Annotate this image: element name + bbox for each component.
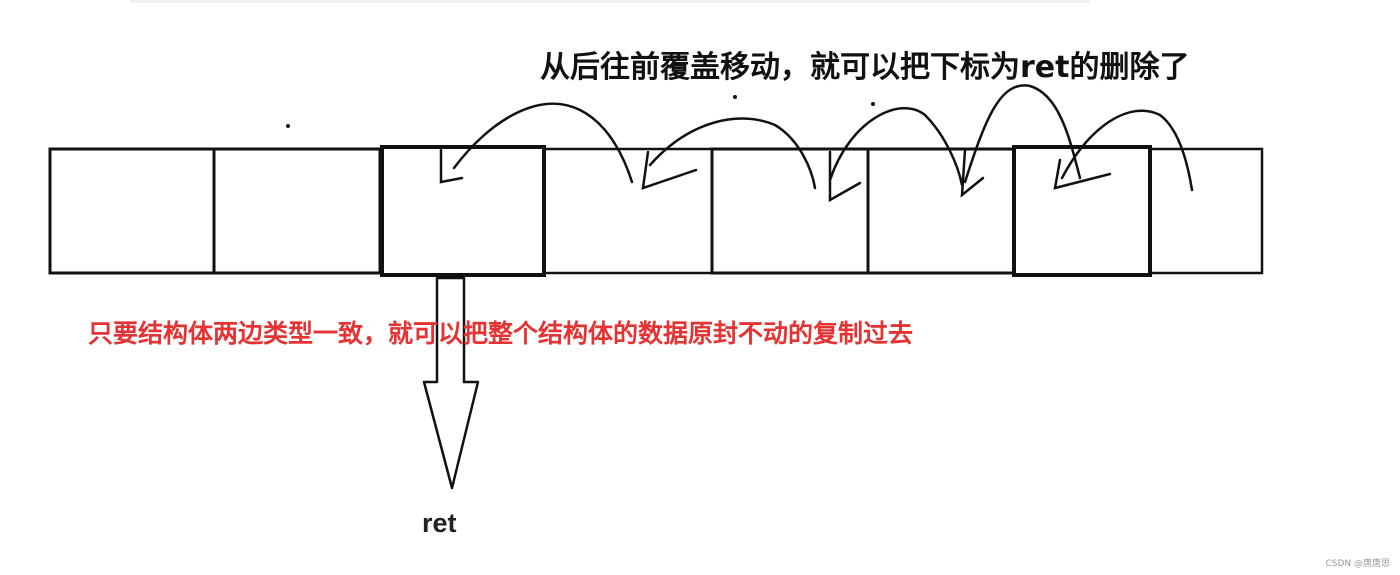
array-cell-4 xyxy=(710,147,870,275)
ret-label: ret xyxy=(422,508,457,538)
move-arrow-3-to-2 xyxy=(452,102,634,184)
array-cell-1 xyxy=(212,147,382,275)
move-arrow-head-2 xyxy=(439,148,464,184)
array-cell-6 xyxy=(1012,145,1152,277)
struct-copy-note: 只要结构体两边类型一致，就可以把整个结构体的数据原封不动的复制过去 xyxy=(88,319,914,348)
stray-dot xyxy=(733,95,737,99)
move-explanation-text: 从后往前覆盖移动，就可以把下标为ret的删除了 xyxy=(540,50,1190,85)
array-cell-2 xyxy=(380,145,546,277)
top-edge-strip xyxy=(130,0,1090,3)
array-cells xyxy=(48,145,1264,277)
watermark: CSDN @唐唐思 xyxy=(1325,559,1390,569)
move-arrow-head-4 xyxy=(828,150,862,203)
move-arrow-5-to-4 xyxy=(828,106,964,187)
move-arrow-head-3 xyxy=(641,150,698,190)
array-cell-7 xyxy=(1148,147,1264,275)
array-cell-5 xyxy=(866,147,1016,275)
ret-down-arrow xyxy=(422,276,480,490)
move-arrow-head-5 xyxy=(960,148,985,198)
array-cell-0 xyxy=(48,147,216,275)
stray-dot xyxy=(871,102,875,106)
move-arrow-6-to-5 xyxy=(963,84,1082,184)
stray-dot xyxy=(286,124,290,128)
move-arrow-7-to-6 xyxy=(1060,109,1194,192)
stray-dots xyxy=(286,95,875,128)
move-arrow-head-6 xyxy=(1053,158,1112,190)
move-arrow-4-to-3 xyxy=(648,117,817,190)
move-arrows xyxy=(439,84,1194,203)
